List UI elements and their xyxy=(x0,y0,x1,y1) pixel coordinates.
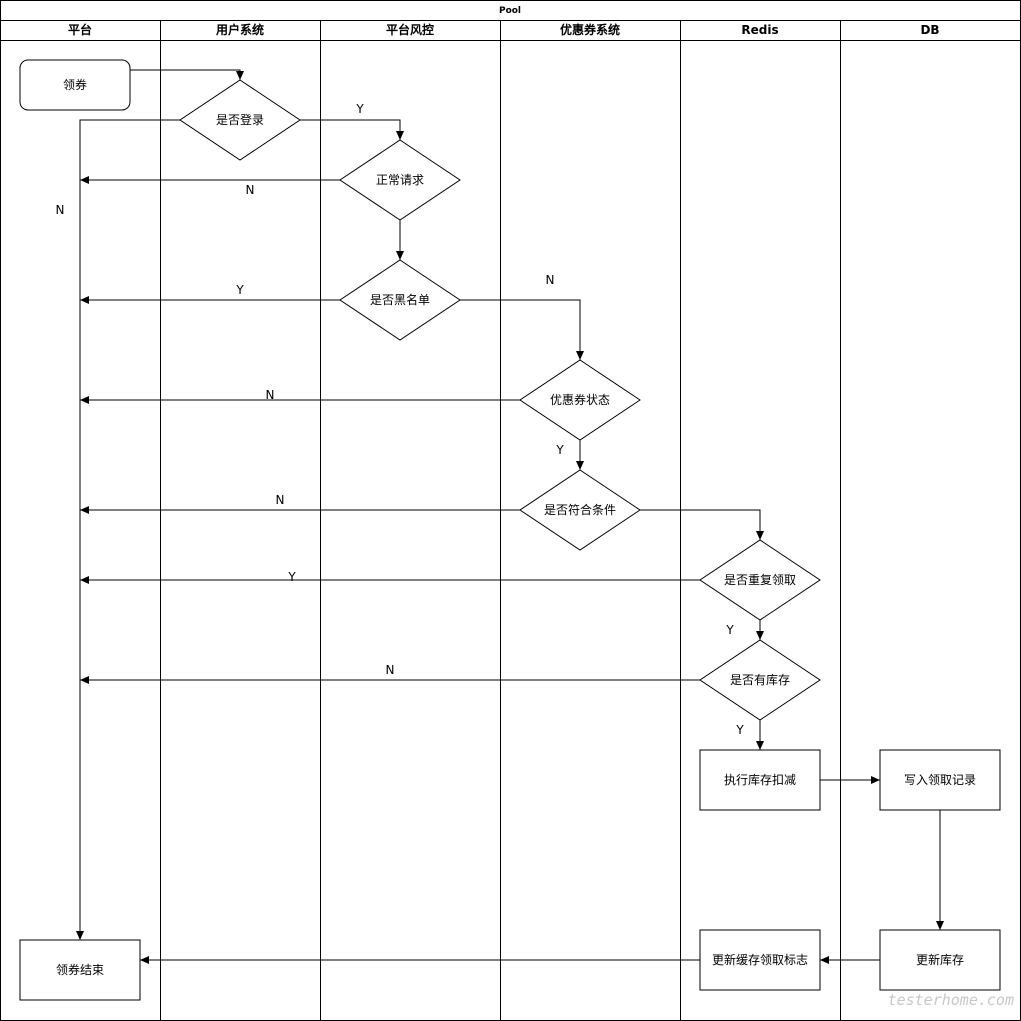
decision-coupon-status: 优惠券状态 xyxy=(519,359,641,441)
decision-condition-label: 是否符合条件 xyxy=(544,502,616,517)
edge-label-normal-no: N xyxy=(246,183,255,197)
nodes: 领券 是否登录 正常请求 是否黑名单 优惠券状态 是否符合条件 是否重复领取 xyxy=(19,59,1001,1001)
decision-login-label: 是否登录 xyxy=(216,112,264,127)
edge-label-repeat-no: Y xyxy=(725,623,734,637)
lane-header-user-system: 用户系统 xyxy=(215,22,264,37)
process-deduct: 执行库存扣减 xyxy=(699,749,821,811)
pool-title: Pool xyxy=(499,6,521,16)
node-start: 领券 xyxy=(19,59,131,111)
node-end: 领券结束 xyxy=(19,939,141,1001)
process-write-record: 写入领取记录 xyxy=(879,749,1001,811)
decision-login: 是否登录 xyxy=(179,79,301,161)
node-start-label: 领券 xyxy=(63,77,87,92)
edge-login-no xyxy=(76,119,180,940)
lane-dividers xyxy=(160,20,841,1021)
node-end-label: 领券结束 xyxy=(56,962,104,977)
process-update-cache: 更新缓存领取标志 xyxy=(699,929,821,991)
lane-header-redis: Redis xyxy=(741,23,778,37)
edge-login-yes xyxy=(300,119,404,140)
edge-label-blacklist-no: N xyxy=(546,273,555,287)
edge-condition-yes xyxy=(640,509,764,540)
decision-normal-request-label: 正常请求 xyxy=(376,173,424,187)
edge-label-condition-no: N xyxy=(276,493,285,507)
edge-label-login-no: N xyxy=(56,203,65,217)
edge-label-status-yes: Y xyxy=(555,443,564,457)
process-update-cache-label: 更新缓存领取标志 xyxy=(712,952,808,967)
watermark: testerhome.com xyxy=(888,991,1014,1009)
edge-start-to-login xyxy=(130,69,244,80)
decision-stock-label: 是否有库存 xyxy=(730,672,790,687)
edge-label-repeat-yes: Y xyxy=(287,570,296,584)
edge-label-status-no: N xyxy=(266,388,275,402)
process-write-record-label: 写入领取记录 xyxy=(904,773,976,787)
lane-header-db: DB xyxy=(920,23,939,37)
process-update-stock: 更新库存 xyxy=(879,929,1001,991)
process-update-stock-label: 更新库存 xyxy=(916,952,964,967)
lane-header-coupon-system: 优惠券系统 xyxy=(560,22,620,37)
lane-headers: 平台 用户系统 平台风控 优惠券系统 Redis DB xyxy=(68,22,940,37)
decision-blacklist: 是否黑名单 xyxy=(339,259,461,341)
edge-blacklist-no xyxy=(460,299,584,360)
decision-condition: 是否符合条件 xyxy=(519,469,641,551)
decision-normal-request: 正常请求 xyxy=(339,139,461,221)
edges xyxy=(76,69,944,964)
decision-repeat: 是否重复领取 xyxy=(699,539,821,621)
lane-header-platform: 平台 xyxy=(68,22,92,37)
decision-blacklist-label: 是否黑名单 xyxy=(370,292,430,307)
edge-labels: Y N N Y N N Y N Y Y N Y xyxy=(56,102,745,737)
edge-label-stock-no: N xyxy=(386,663,395,677)
process-deduct-label: 执行库存扣减 xyxy=(724,772,796,787)
decision-stock: 是否有库存 xyxy=(699,639,821,721)
decision-coupon-status-label: 优惠券状态 xyxy=(550,392,610,407)
edge-label-login-yes: Y xyxy=(355,102,364,116)
edge-label-stock-yes: Y xyxy=(735,723,744,737)
edge-label-blacklist-yes: Y xyxy=(235,283,244,297)
decision-repeat-label: 是否重复领取 xyxy=(724,573,796,587)
lane-header-risk-control: 平台风控 xyxy=(386,22,434,37)
